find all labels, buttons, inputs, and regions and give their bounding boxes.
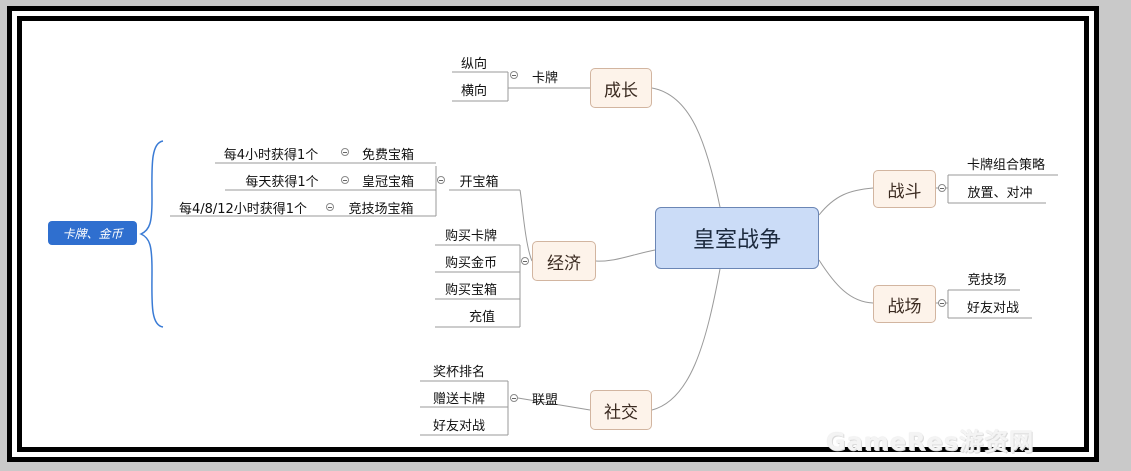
subtopic-alliance[interactable]: 联盟 — [531, 392, 558, 408]
topic-arena[interactable]: 战场 — [873, 285, 936, 323]
leaf-horizontal[interactable]: 横向 — [460, 83, 487, 99]
summary-label[interactable]: 卡牌、金币 — [48, 221, 137, 245]
central-topic[interactable]: 皇室战争 — [655, 207, 819, 269]
collapse-toggle-icon[interactable] — [326, 203, 334, 211]
leaf-friend-battle[interactable]: 好友对战 — [432, 418, 485, 434]
leaf-buy-gold[interactable]: 购买金币 — [444, 255, 497, 271]
leaf-arena-friend-battle[interactable]: 好友对战 — [966, 300, 1019, 316]
mindmap-canvas — [22, 21, 1084, 447]
leaf-crown-chest[interactable]: 皇冠宝箱 — [361, 174, 414, 190]
leaf-vertical[interactable]: 纵向 — [460, 56, 487, 72]
leaf-buy-chest[interactable]: 购买宝箱 — [444, 282, 497, 298]
collapse-toggle-icon[interactable] — [437, 176, 445, 184]
leaf-gift-cards[interactable]: 赠送卡牌 — [432, 391, 485, 407]
collapse-toggle-icon[interactable] — [341, 148, 349, 156]
collapse-toggle-icon[interactable] — [521, 257, 529, 265]
subtopic-open-chest[interactable]: 开宝箱 — [459, 174, 499, 190]
collapse-toggle-icon[interactable] — [938, 184, 946, 192]
topic-battle[interactable]: 战斗 — [873, 170, 936, 208]
watermark-logo: GameRes游资网 — [826, 428, 1035, 456]
topic-economy[interactable]: 经济 — [532, 241, 596, 281]
note-arena-chest: 每4/8/12小时获得1个 — [178, 201, 308, 217]
subtopic-cards[interactable]: 卡牌 — [531, 70, 558, 86]
note-crown-chest: 每天获得1个 — [245, 174, 319, 190]
leaf-trophy-rank[interactable]: 奖杯排名 — [432, 364, 485, 380]
topic-growth[interactable]: 成长 — [590, 68, 652, 108]
leaf-free-chest[interactable]: 免费宝箱 — [361, 147, 414, 163]
collapse-toggle-icon[interactable] — [341, 176, 349, 184]
note-free-chest: 每4小时获得1个 — [223, 147, 319, 163]
leaf-card-strategy[interactable]: 卡牌组合策略 — [966, 157, 1045, 173]
leaf-buy-cards[interactable]: 购买卡牌 — [444, 228, 497, 244]
leaf-placement[interactable]: 放置、对冲 — [967, 185, 1033, 201]
leaf-recharge[interactable]: 充值 — [468, 309, 495, 325]
collapse-toggle-icon[interactable] — [510, 394, 518, 402]
leaf-arena-chest[interactable]: 竞技场宝箱 — [348, 201, 414, 217]
leaf-arena[interactable]: 竞技场 — [967, 272, 1007, 288]
topic-social[interactable]: 社交 — [590, 390, 652, 430]
collapse-toggle-icon[interactable] — [510, 71, 518, 79]
collapse-toggle-icon[interactable] — [938, 299, 946, 307]
